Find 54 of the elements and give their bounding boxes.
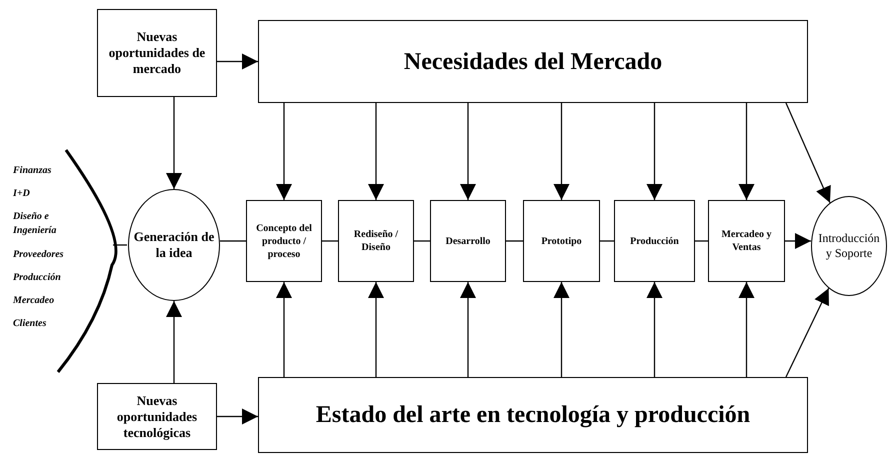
connector-line	[220, 240, 246, 242]
arrow	[166, 301, 182, 383]
node-label: Nuevas oportunidades de mercado	[108, 29, 206, 77]
process-box	[523, 200, 600, 282]
process-box	[246, 200, 322, 282]
node-label: Desarrollo	[446, 234, 490, 248]
arrow	[554, 282, 570, 377]
arrow	[460, 282, 476, 377]
arrow	[368, 282, 384, 377]
department-label: Clientes	[13, 317, 48, 331]
node-label: Producción	[630, 234, 679, 248]
node-label: Rediseño / Diseño	[352, 228, 400, 254]
connector-line	[322, 240, 338, 242]
node-label: Concepto del producto / proceso	[255, 222, 313, 260]
process-box	[97, 383, 217, 450]
connector-line	[600, 240, 614, 242]
department-label: Proveedores	[13, 248, 65, 262]
arrow	[738, 282, 754, 377]
node-label: Prototipo	[541, 234, 582, 248]
arrow	[554, 103, 570, 200]
department-label: Finanzas	[13, 164, 52, 178]
node-label: Introducción y Soporte	[817, 231, 881, 261]
node-label: Necesidades del Mercado	[404, 48, 662, 76]
process-box	[614, 200, 695, 282]
arrow	[276, 282, 292, 377]
arrow	[166, 97, 182, 189]
arrow	[785, 233, 811, 249]
arrow	[646, 103, 662, 200]
node-label: Estado del arte en tecnología y producción	[316, 401, 750, 429]
connector-line	[695, 240, 708, 242]
connector-line	[414, 240, 430, 242]
arrow	[276, 103, 292, 200]
process-box	[258, 20, 808, 103]
arrow	[217, 54, 258, 70]
node-label: Generación de la idea	[132, 229, 216, 261]
department-label: Producción	[13, 271, 62, 285]
connector-line	[506, 240, 523, 242]
arrow	[646, 282, 662, 377]
node-label: Nuevas oportunidades tecnológicas	[116, 392, 198, 440]
node-label: Mercadeo y Ventas	[720, 228, 773, 254]
arrow	[785, 288, 830, 378]
process-box	[430, 200, 506, 282]
arrow	[217, 408, 258, 424]
arrow	[460, 103, 476, 200]
process-box	[708, 200, 785, 282]
arrow	[738, 103, 754, 200]
process-box	[97, 9, 217, 97]
department-label: Diseño e Ingeniería	[13, 210, 58, 238]
process-box	[338, 200, 414, 282]
process-box	[258, 377, 808, 453]
arrow	[785, 102, 831, 203]
arrow	[368, 103, 384, 200]
department-label: I+D	[13, 187, 31, 201]
department-label: Mercadeo	[13, 294, 56, 308]
